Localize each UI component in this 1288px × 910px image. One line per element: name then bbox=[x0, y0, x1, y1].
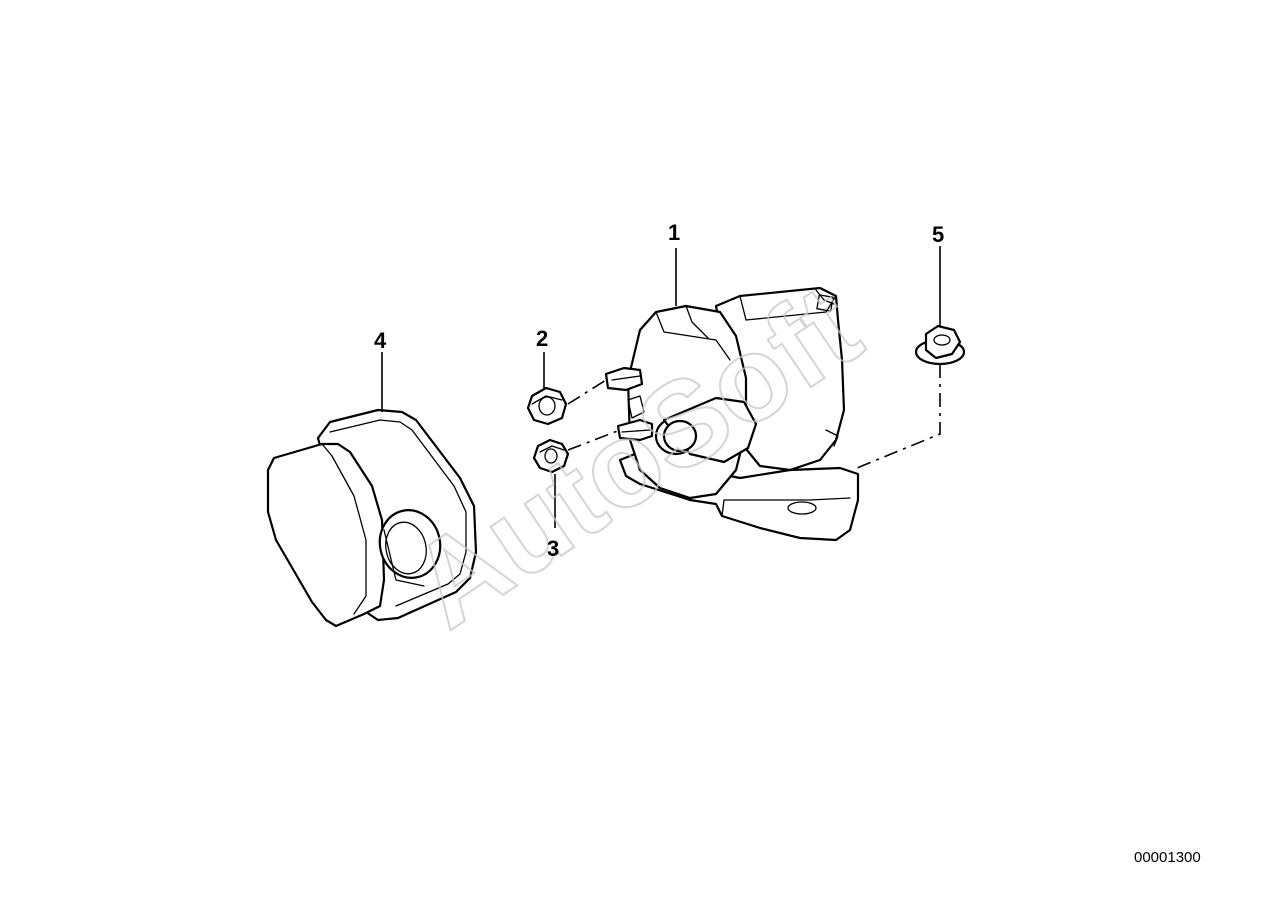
callout-4: 4 bbox=[374, 328, 387, 353]
callout-1: 1 bbox=[668, 220, 680, 245]
part-2-hex-nut bbox=[526, 386, 568, 426]
part-4-cover-cap bbox=[266, 408, 478, 628]
part-3-hex-nut bbox=[532, 438, 570, 474]
leader-lines bbox=[381, 246, 941, 528]
callout-3: 3 bbox=[547, 536, 559, 561]
document-number: 00001300 bbox=[1134, 849, 1201, 866]
part-1-ignition-coil bbox=[604, 286, 860, 542]
callout-5: 5 bbox=[932, 222, 944, 247]
part-5-flange-nut bbox=[914, 324, 966, 366]
callout-2: 2 bbox=[536, 326, 548, 351]
